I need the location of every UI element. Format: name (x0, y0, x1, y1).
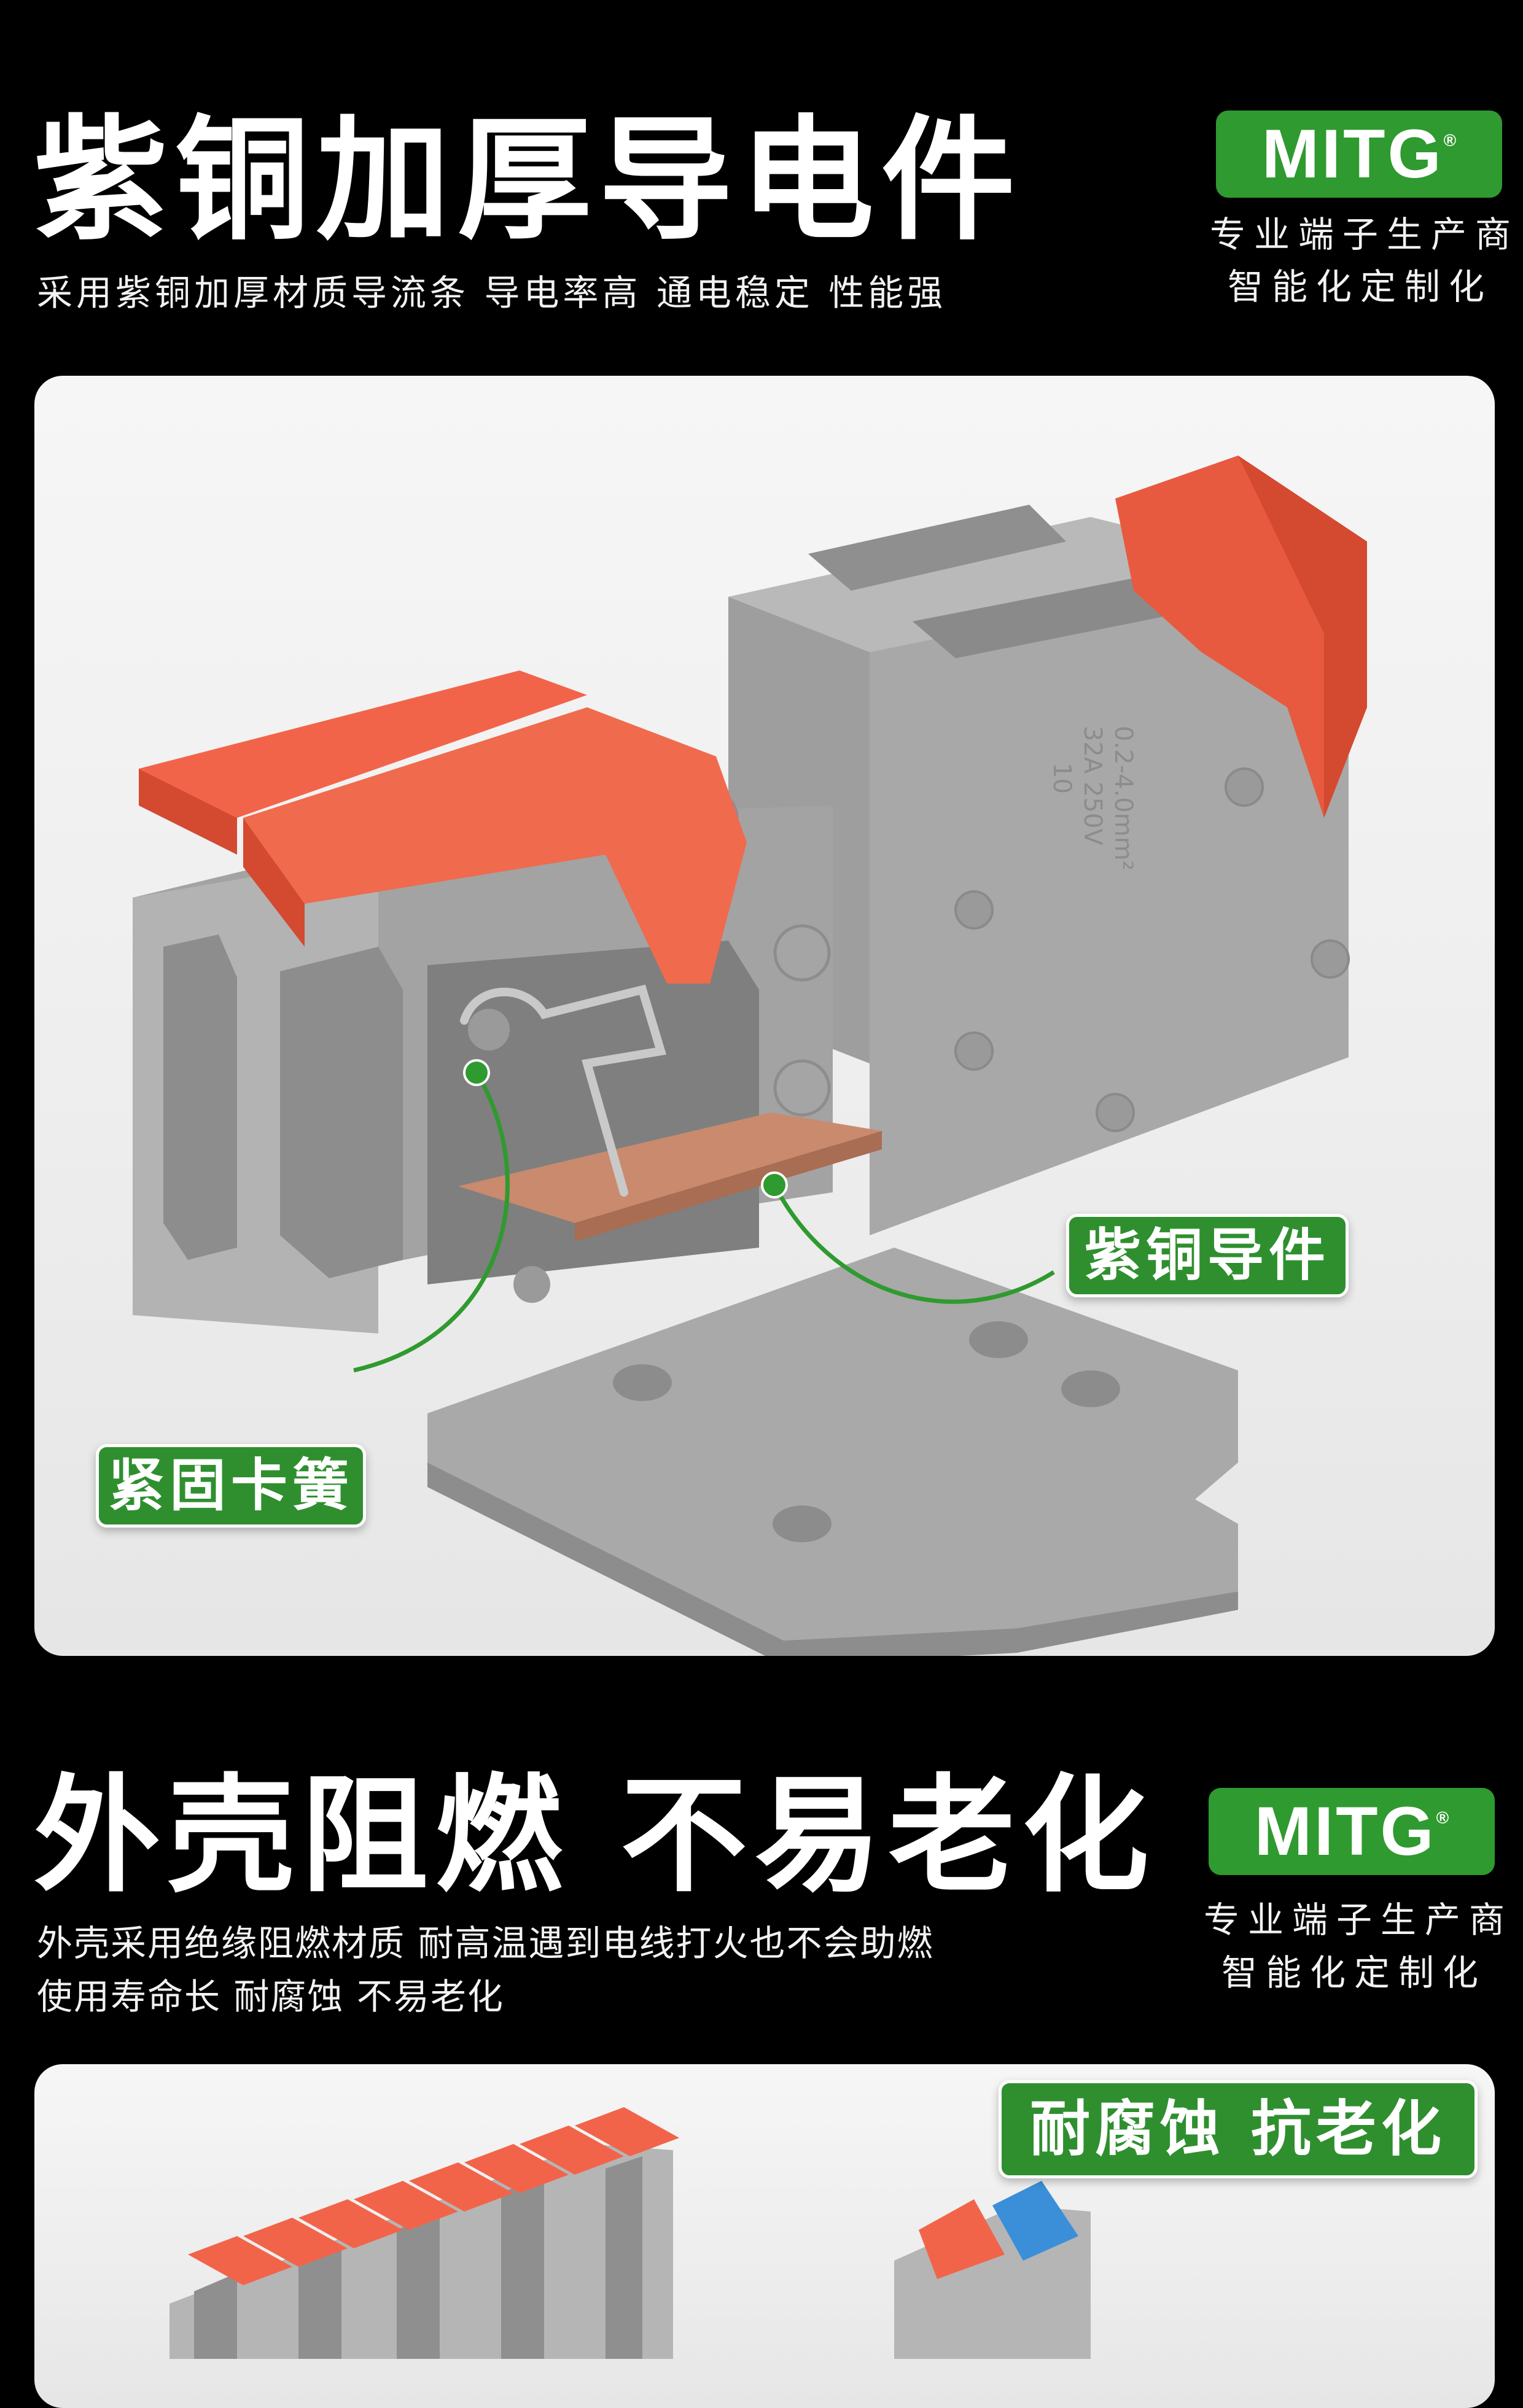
tagline2-line-1: 专业端子生产商 (1204, 1899, 1514, 1941)
terminal-block-illustration: 10 32A 250V 0.2-4.0mm² (133, 456, 1367, 1656)
section2-desc-line-2: 使用寿命长 耐腐蚀 不易老化 (37, 1976, 504, 2018)
registered-mark-2: ® (1436, 1808, 1449, 1827)
tagline2-line-2: 智能化定制化 (1221, 1952, 1487, 1994)
product-image-card: 10 32A 250V 0.2-4.0mm² (34, 376, 1495, 1656)
terminal-strip-illustration (169, 2107, 1091, 2359)
two-pole-terminal (894, 2181, 1091, 2359)
front-housing (133, 670, 882, 1334)
callout-copper-conductor: 紫铜导件 (1066, 1214, 1349, 1297)
rating-label-1: 10 (1048, 763, 1076, 794)
spring-leader-line (353, 1071, 510, 1373)
separator-plate (427, 1248, 1238, 1656)
tagline-line-1: 专业端子生产商 (1210, 214, 1520, 255)
tagline-line-2: 智能化定制化 (1227, 266, 1493, 308)
rating-label-3: 0.2-4.0mm² (1109, 726, 1137, 871)
section2-title: 外壳阻燃 不易老化 (34, 1762, 1156, 1909)
multi-pole-terminal-strip (169, 2107, 679, 2359)
spring-marker-dot (463, 1059, 490, 1086)
copper-leader-line (772, 1184, 1055, 1304)
section1-subtitle: 采用紫铜加厚材质导流条 导电率高 通电稳定 性能强 (37, 272, 947, 314)
copper-marker-dot (761, 1171, 788, 1198)
product-image-card-2: 耐腐蚀 抗老化 (34, 2064, 1495, 2408)
brand-logo-2: MITG® (1209, 1788, 1495, 1875)
logo-text-2: MITG (1254, 1793, 1436, 1870)
logo-text: MITG (1261, 115, 1444, 192)
rating-label-2: 32A 250V (1078, 726, 1107, 845)
section2-desc-line-1: 外壳采用绝缘阻燃材质 耐高温遇到电线打火也不会助燃 (37, 1922, 934, 1964)
section1-title: 紫铜加厚导电件 (34, 103, 1022, 258)
callout-corrosion-resistant: 耐腐蚀 抗老化 (999, 2080, 1478, 2178)
registered-mark: ® (1443, 131, 1457, 150)
brand-logo: MITG® (1216, 111, 1502, 198)
callout-spring-clip: 紧固卡簧 (96, 1444, 366, 1528)
